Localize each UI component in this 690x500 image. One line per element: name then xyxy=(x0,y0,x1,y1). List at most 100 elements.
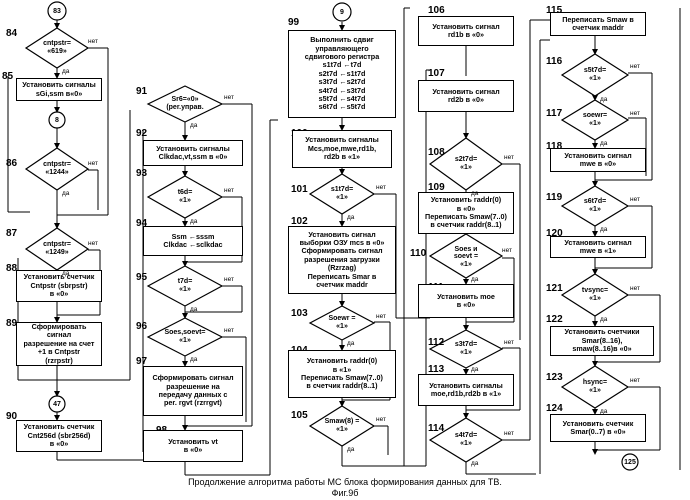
label-no: нет xyxy=(224,276,234,283)
label-no: нет xyxy=(224,187,234,194)
decision-108-text: s2t7d=«1» xyxy=(438,154,494,174)
decision-86-text: cntpstr=«1244» xyxy=(30,159,84,179)
block-number-116: 116 xyxy=(546,56,562,67)
decision-114-text: s4t7d=«1» xyxy=(438,430,494,450)
label-yes: да xyxy=(190,218,197,225)
block-number-86: 86 xyxy=(6,158,17,169)
process-99: Выполнить сдвигуправляющегосдвигового ре… xyxy=(288,30,396,118)
label-yes: да xyxy=(600,226,607,233)
label-no: нет xyxy=(376,184,386,191)
decision-96-text: Soes,soevt=«1» xyxy=(150,327,220,347)
process-122: Установить счетчикиSmar(8..16),smaw(8..1… xyxy=(550,326,654,356)
block-number-95: 95 xyxy=(136,272,147,283)
block-number-92: 92 xyxy=(136,128,147,139)
process-111: Установить moeв «0» xyxy=(418,284,514,318)
block-number-96: 96 xyxy=(136,321,147,332)
block-number-117: 117 xyxy=(546,108,562,119)
block-number-99: 99 xyxy=(288,17,299,28)
process-97: Сформировать сигналразрешение напередачу… xyxy=(143,366,243,416)
process-100: Установить сигналыMcs,moe,mwe,rd1b,rd2b … xyxy=(292,130,392,168)
block-number-123: 123 xyxy=(546,372,563,383)
process-118: Установить сигналmwe в «0» xyxy=(550,148,646,172)
block-number-110: 110 xyxy=(410,248,426,259)
decision-103-text: Soewr =«1» xyxy=(314,313,370,333)
caption-title: Продолжение алгоритма работы МС блока фо… xyxy=(0,477,690,487)
process-115: Переписать Smaw всчетчик maddr xyxy=(550,12,646,36)
block-number-87: 87 xyxy=(6,228,17,239)
decision-112-text: s3t7d=«1» xyxy=(438,339,494,359)
label-yes: да xyxy=(471,366,478,373)
label-no: нет xyxy=(88,38,98,45)
process-94: Ssm ←sssmClkdac ←sclkdac xyxy=(143,226,243,256)
decision-95-text: t7d=«1» xyxy=(155,276,215,296)
block-number-124: 124 xyxy=(546,403,563,414)
label-no: нет xyxy=(630,63,640,70)
block-number-91: 91 xyxy=(136,86,147,97)
process-98: Установить vtв «0» xyxy=(143,430,243,462)
decision-123-text: hsync=«1» xyxy=(567,377,623,397)
process-92: Установить сигналыClkdac,vt,ssm в «0» xyxy=(143,140,243,166)
decision-101-text: s1t7d=«1» xyxy=(314,184,370,204)
process-89: Сформировать сигналразрешение на счет+1 … xyxy=(16,322,102,366)
label-yes: да xyxy=(471,190,478,197)
process-124: Установить счетчикSmar(0..7) в «0» xyxy=(550,414,646,442)
block-number-106: 106 xyxy=(428,5,445,16)
process-104: Установить raddr(0)в «1»Переписать Smaw(… xyxy=(288,350,396,398)
decision-91-text: Sr6=«0»(per.управ. xyxy=(152,94,218,114)
process-106: Установить сигналrd1b в «0» xyxy=(418,16,514,46)
block-number-122: 122 xyxy=(546,314,563,325)
process-107: Установить сигналrd2b в «0» xyxy=(418,80,514,112)
decision-119-text: s6t7d=«1» xyxy=(567,196,623,216)
block-number-84: 84 xyxy=(6,28,17,39)
block-number-101: 101 xyxy=(291,184,308,195)
caption-figure: Фиг.9б xyxy=(0,488,690,498)
label-no: нет xyxy=(630,110,640,117)
label-no: нет xyxy=(630,285,640,292)
decision-87-text: cntpstr=«1249» xyxy=(30,239,84,259)
decision-116-text: s5t7d=«1» xyxy=(567,65,623,85)
block-number-93: 93 xyxy=(136,168,147,179)
label-no: нет xyxy=(504,339,514,346)
label-yes: да xyxy=(347,340,354,347)
label-yes: да xyxy=(190,306,197,313)
decision-117-text: soewr=«1» xyxy=(567,110,623,130)
decision-105-text: Smaw(8) =«1» xyxy=(314,416,370,436)
connector-125: 125 xyxy=(621,455,639,469)
label-yes: да xyxy=(62,190,69,197)
process-109: Установить raddr(0)в «0»Переписать Smaw(… xyxy=(418,192,514,234)
block-number-121: 121 xyxy=(546,283,563,294)
label-no: нет xyxy=(376,313,386,320)
label-no: нет xyxy=(88,160,98,167)
label-yes: да xyxy=(600,140,607,147)
label-yes: да xyxy=(190,122,197,129)
connector-8: 8 xyxy=(49,113,65,127)
process-85: Установить сигналыsGi,ssm в«0» xyxy=(16,78,102,101)
label-no: нет xyxy=(224,327,234,334)
label-yes: да xyxy=(190,356,197,363)
process-88: Установить счетчикCntpstr (sbrpstr)в «0» xyxy=(16,270,102,302)
label-no: нет xyxy=(630,196,640,203)
label-yes: да xyxy=(600,408,607,415)
connector-9: 9 xyxy=(333,5,351,19)
label-no: нет xyxy=(376,416,386,423)
label-no: нет xyxy=(88,240,98,247)
process-90: Установить счетчикCnt256d (sbr256d)в «0» xyxy=(16,420,102,452)
block-number-105: 105 xyxy=(291,410,308,421)
label-yes: да xyxy=(600,96,607,103)
label-no: нет xyxy=(504,154,514,161)
connector-47: 47 xyxy=(49,397,65,411)
connector-83: 83 xyxy=(48,4,66,18)
label-yes: да xyxy=(347,214,354,221)
label-no: нет xyxy=(504,430,514,437)
process-113: Установить сигналыmoe,rd1b,rd2b в «1» xyxy=(418,374,514,406)
label-yes: да xyxy=(62,270,69,277)
label-yes: да xyxy=(471,276,478,283)
process-102: Установить сигналвыборки ОЗУ mcs в «0»Сф… xyxy=(288,226,396,294)
block-number-103: 103 xyxy=(291,308,308,319)
decision-84-text: cntpstr=«619» xyxy=(30,38,84,58)
decision-121-text: tvsync=«1» xyxy=(567,285,623,305)
label-yes: да xyxy=(600,316,607,323)
label-no: нет xyxy=(502,247,512,254)
label-yes: да xyxy=(471,460,478,467)
